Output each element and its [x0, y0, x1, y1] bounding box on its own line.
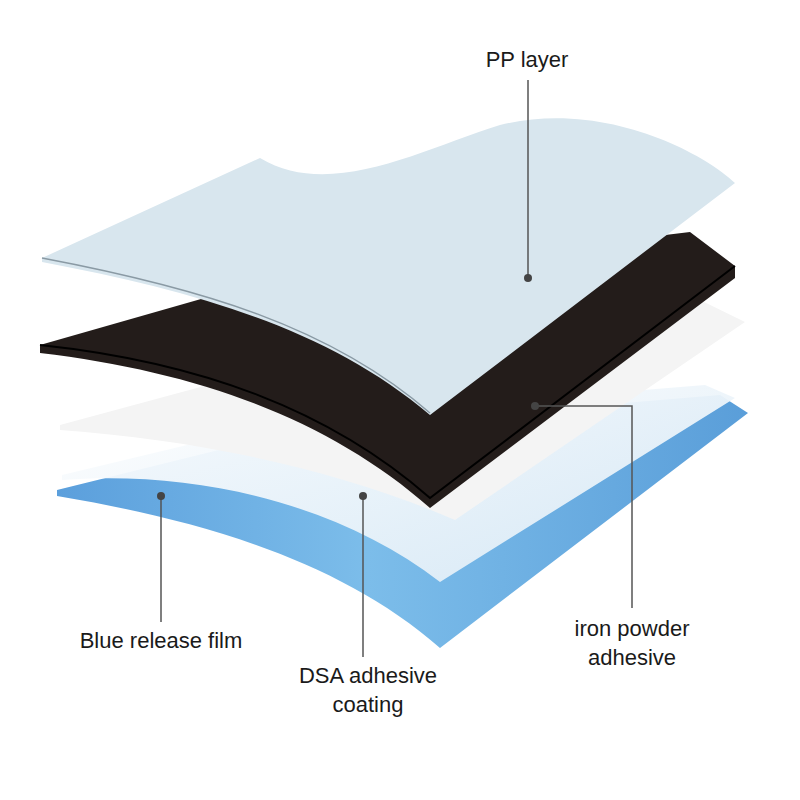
callout-label: iron powder adhesive [557, 614, 707, 672]
callout-label: PP layer [447, 45, 607, 74]
callout-label: Blue release film [41, 626, 281, 655]
leader-dots [157, 274, 539, 500]
leader-lines [161, 80, 632, 657]
pp-layer [42, 118, 735, 415]
callout-label: DSA adhesive coating [286, 661, 451, 719]
layer-edge [42, 258, 430, 413]
